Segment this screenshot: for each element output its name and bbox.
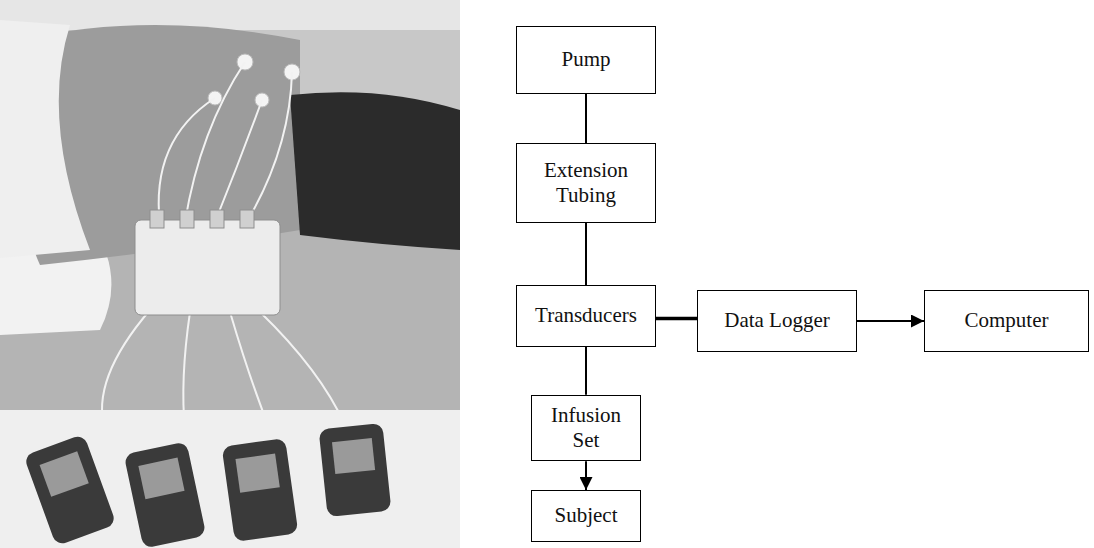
box-label: Transducers xyxy=(525,303,647,328)
connector-line xyxy=(585,347,587,395)
shirt xyxy=(0,20,90,258)
connector-line xyxy=(585,223,587,285)
box-label: Subject xyxy=(540,503,632,528)
electrodes xyxy=(208,54,300,107)
insulin-pump xyxy=(124,441,207,548)
connector-line xyxy=(585,94,587,143)
insulin-pump xyxy=(319,423,392,517)
port xyxy=(240,210,254,228)
port xyxy=(150,210,164,228)
tubing xyxy=(102,62,345,430)
connector-line xyxy=(656,317,697,321)
tube xyxy=(215,100,262,222)
box-label: Data Logger xyxy=(706,308,848,333)
tube xyxy=(159,98,215,225)
tray xyxy=(0,410,460,548)
photo-background xyxy=(0,0,460,548)
box-label: Pump xyxy=(525,47,647,72)
shorts xyxy=(290,92,460,250)
process-box: Pump xyxy=(516,26,656,94)
process-box: Transducers xyxy=(516,285,656,347)
transducer-ports xyxy=(150,210,254,228)
tube xyxy=(185,62,245,222)
process-box: Data Logger xyxy=(697,290,857,352)
port xyxy=(180,210,194,228)
photo-illustration xyxy=(0,0,460,548)
port xyxy=(210,210,224,228)
process-box: Computer xyxy=(924,290,1089,352)
box-label: Infusion Set xyxy=(540,403,632,453)
process-box: Subject xyxy=(531,490,641,542)
tube xyxy=(260,312,345,425)
insulin-pump xyxy=(24,434,117,546)
process-box: Infusion Set xyxy=(531,395,641,461)
transducer-housing xyxy=(135,220,280,315)
insulin-pump xyxy=(222,438,299,542)
process-box: Extension Tubing xyxy=(516,143,656,223)
insulin-pumps xyxy=(24,423,392,548)
connector-arrow xyxy=(857,320,924,322)
box-label: Computer xyxy=(933,308,1080,333)
tube xyxy=(245,72,292,225)
connector-arrow xyxy=(585,461,587,490)
box-label: Extension Tubing xyxy=(525,158,647,208)
